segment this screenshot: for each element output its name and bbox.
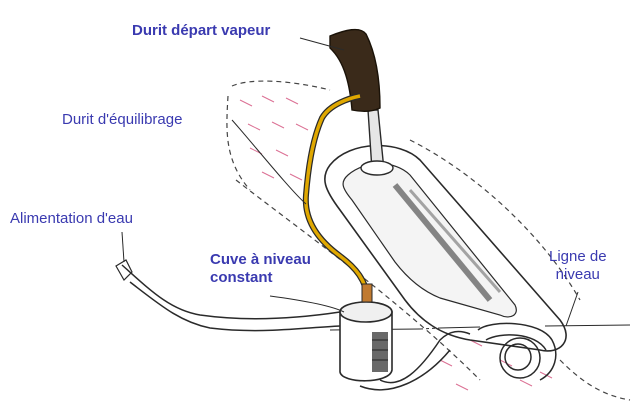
balance-hose-tip xyxy=(361,283,373,303)
label-balance-hose: Durit d'équilibrage xyxy=(62,111,183,128)
label-level-line: Ligne de niveau xyxy=(549,248,607,284)
label-tank-line2: constant xyxy=(210,269,273,286)
label-level-line2: niveau xyxy=(555,266,600,283)
label-level-line1: Ligne de xyxy=(549,248,607,265)
tank-outlet-pipe xyxy=(379,330,471,384)
boiler-tube-shadow xyxy=(392,183,493,302)
label-constant-level-tank: Cuve à niveau constant xyxy=(210,251,311,287)
label-tank-line1: Cuve à niveau xyxy=(210,251,311,268)
steam-outlet-flange xyxy=(360,160,394,176)
label-steam-hose: Durit départ vapeur xyxy=(132,22,271,39)
boiler-tube-shadow-2 xyxy=(408,189,502,293)
water-feed-hose xyxy=(121,264,341,320)
water-feed-hose-end xyxy=(115,259,133,281)
water-zone-outline-right xyxy=(409,139,631,401)
tank-outlet-pipe-2 xyxy=(359,349,451,391)
water-feed-hose-lower xyxy=(129,281,341,332)
constant-level-tank xyxy=(339,301,393,382)
coil xyxy=(477,322,557,381)
label-water-feed: Alimentation d'eau xyxy=(10,210,133,227)
leader-lines xyxy=(121,37,579,327)
balance-hose-fill xyxy=(304,94,370,301)
